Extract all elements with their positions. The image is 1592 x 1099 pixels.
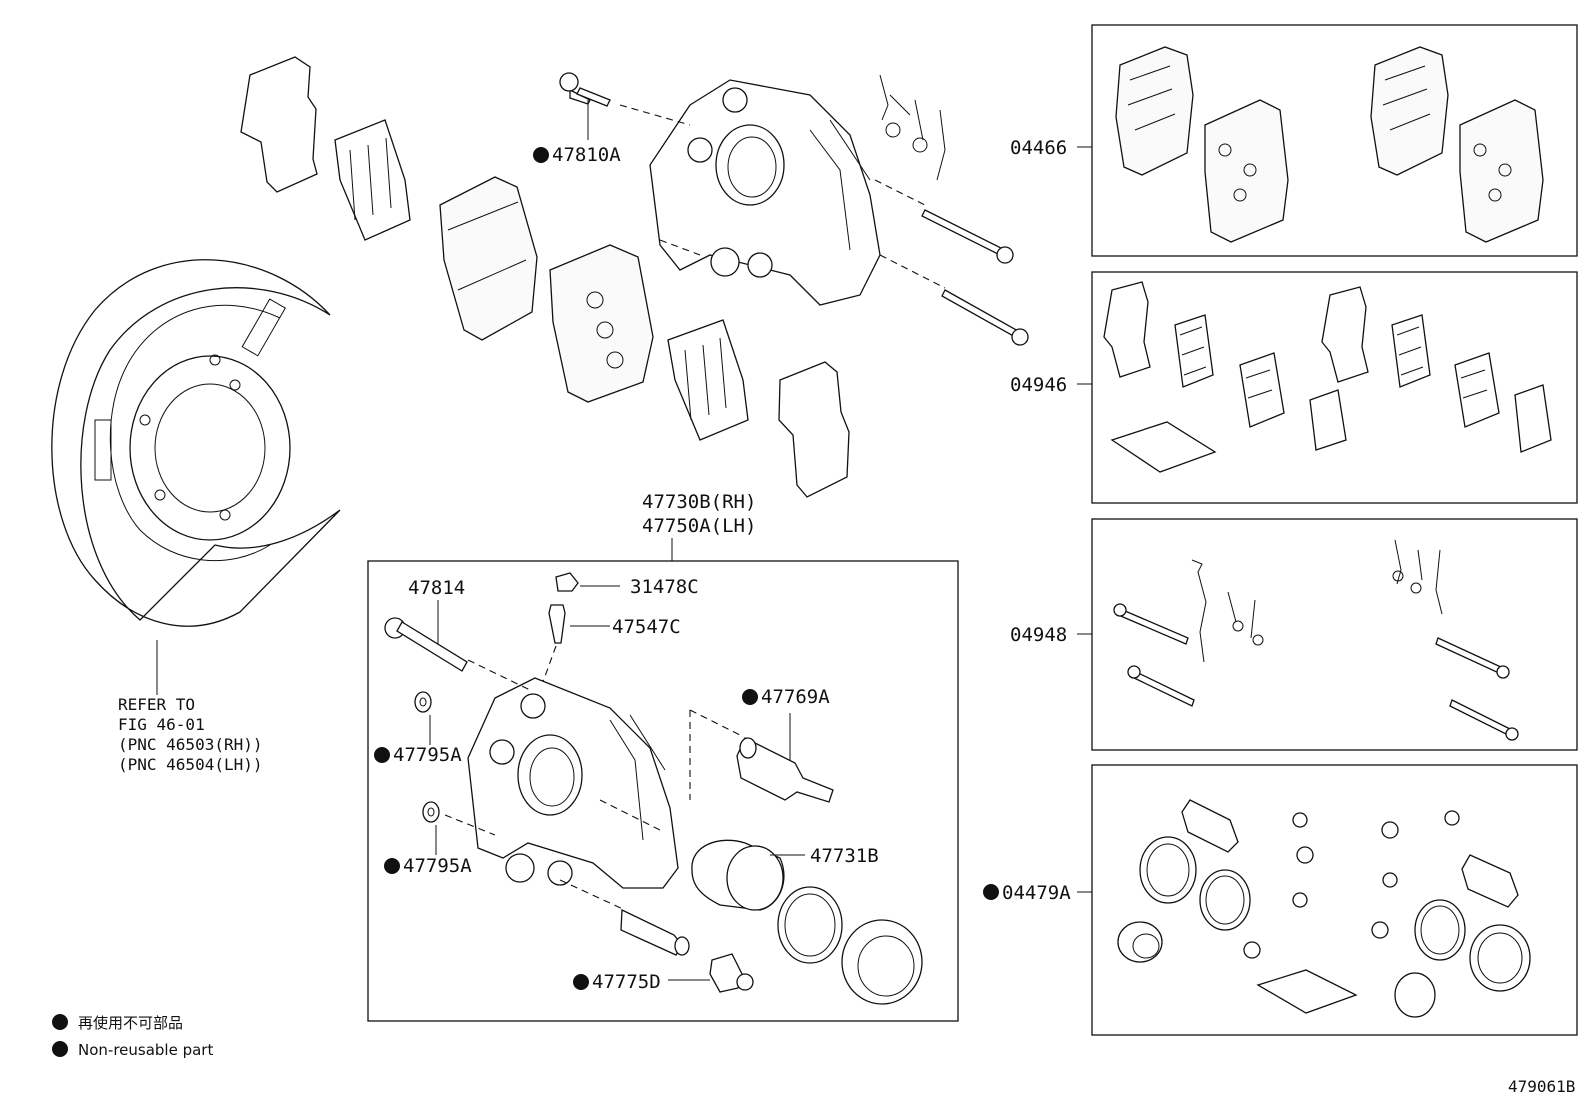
kit-box-04479A[interactable] — [1091, 764, 1578, 1036]
label-47547C: 47547C — [612, 616, 681, 638]
label-47795A-upper: 47795A — [393, 744, 462, 766]
caliper-assembly-box[interactable] — [367, 560, 959, 1022]
label-04466: 04466 — [1010, 137, 1067, 159]
label-47731B: 47731B — [810, 845, 879, 867]
legend-dot-1 — [52, 1014, 68, 1030]
top-springs[interactable] — [879, 74, 946, 181]
caliper-body[interactable] — [467, 677, 679, 889]
label-47814: 47814 — [408, 577, 465, 599]
guide-pin-47814[interactable] — [384, 617, 468, 672]
dust-boot[interactable] — [841, 919, 923, 1005]
kit-box-04948[interactable] — [1091, 518, 1578, 751]
non-reusable-dot-47795A-2 — [384, 858, 400, 874]
refer-line-4: (PNC 46504(LH)) — [118, 755, 263, 774]
label-47795A-lower: 47795A — [403, 855, 472, 877]
kit-box-04466[interactable] — [1091, 24, 1578, 257]
label-47810A: 47810A — [552, 144, 621, 166]
label-04948: 04948 — [1010, 624, 1067, 646]
figure-id: 479061B — [1508, 1077, 1575, 1096]
legend-line-1: 再使用不可部品 — [78, 1014, 183, 1032]
washer-47795A-lower[interactable] — [422, 801, 440, 823]
non-reusable-dot-47775D — [573, 974, 589, 990]
bushing-47775D[interactable] — [709, 953, 754, 993]
label-47750A-lh: 47750A(LH) — [642, 515, 756, 537]
cap-31478C[interactable] — [555, 572, 579, 592]
bushing-47769A[interactable] — [736, 737, 834, 803]
label-04946: 04946 — [1010, 374, 1067, 396]
kit-box-04946[interactable] — [1091, 271, 1578, 504]
refer-line-1: REFER TO — [118, 695, 195, 714]
label-47730B-rh: 47730B(RH) — [642, 491, 756, 513]
label-47769A: 47769A — [761, 686, 830, 708]
lower-pin[interactable] — [620, 908, 690, 956]
seal-ring[interactable] — [777, 886, 843, 964]
non-reusable-dot-47795A-1 — [374, 747, 390, 763]
refer-line-2: FIG 46-01 — [118, 715, 205, 734]
legend: 再使用不可部品 Non-reusable part — [52, 1014, 213, 1059]
top-shims-pads[interactable] — [240, 56, 850, 498]
non-reusable-dot-47769A — [742, 689, 758, 705]
washer-47795A-upper[interactable] — [414, 691, 432, 713]
bleeder-47547C[interactable] — [548, 604, 566, 644]
top-caliper[interactable] — [649, 79, 881, 306]
label-47775D: 47775D — [592, 971, 661, 993]
top-guide-pins[interactable] — [559, 72, 1029, 346]
piston-47731B[interactable] — [691, 839, 785, 911]
dust-shield[interactable] — [51, 259, 341, 627]
label-31478C: 31478C — [630, 576, 699, 598]
legend-dot-2 — [52, 1041, 68, 1057]
label-04479A: 04479A — [1002, 882, 1071, 904]
legend-line-2: Non-reusable part — [78, 1041, 213, 1059]
refer-line-3: (PNC 46503(RH)) — [118, 735, 263, 754]
non-reusable-dot-04479A — [983, 884, 999, 900]
non-reusable-dot-47810A — [533, 147, 549, 163]
